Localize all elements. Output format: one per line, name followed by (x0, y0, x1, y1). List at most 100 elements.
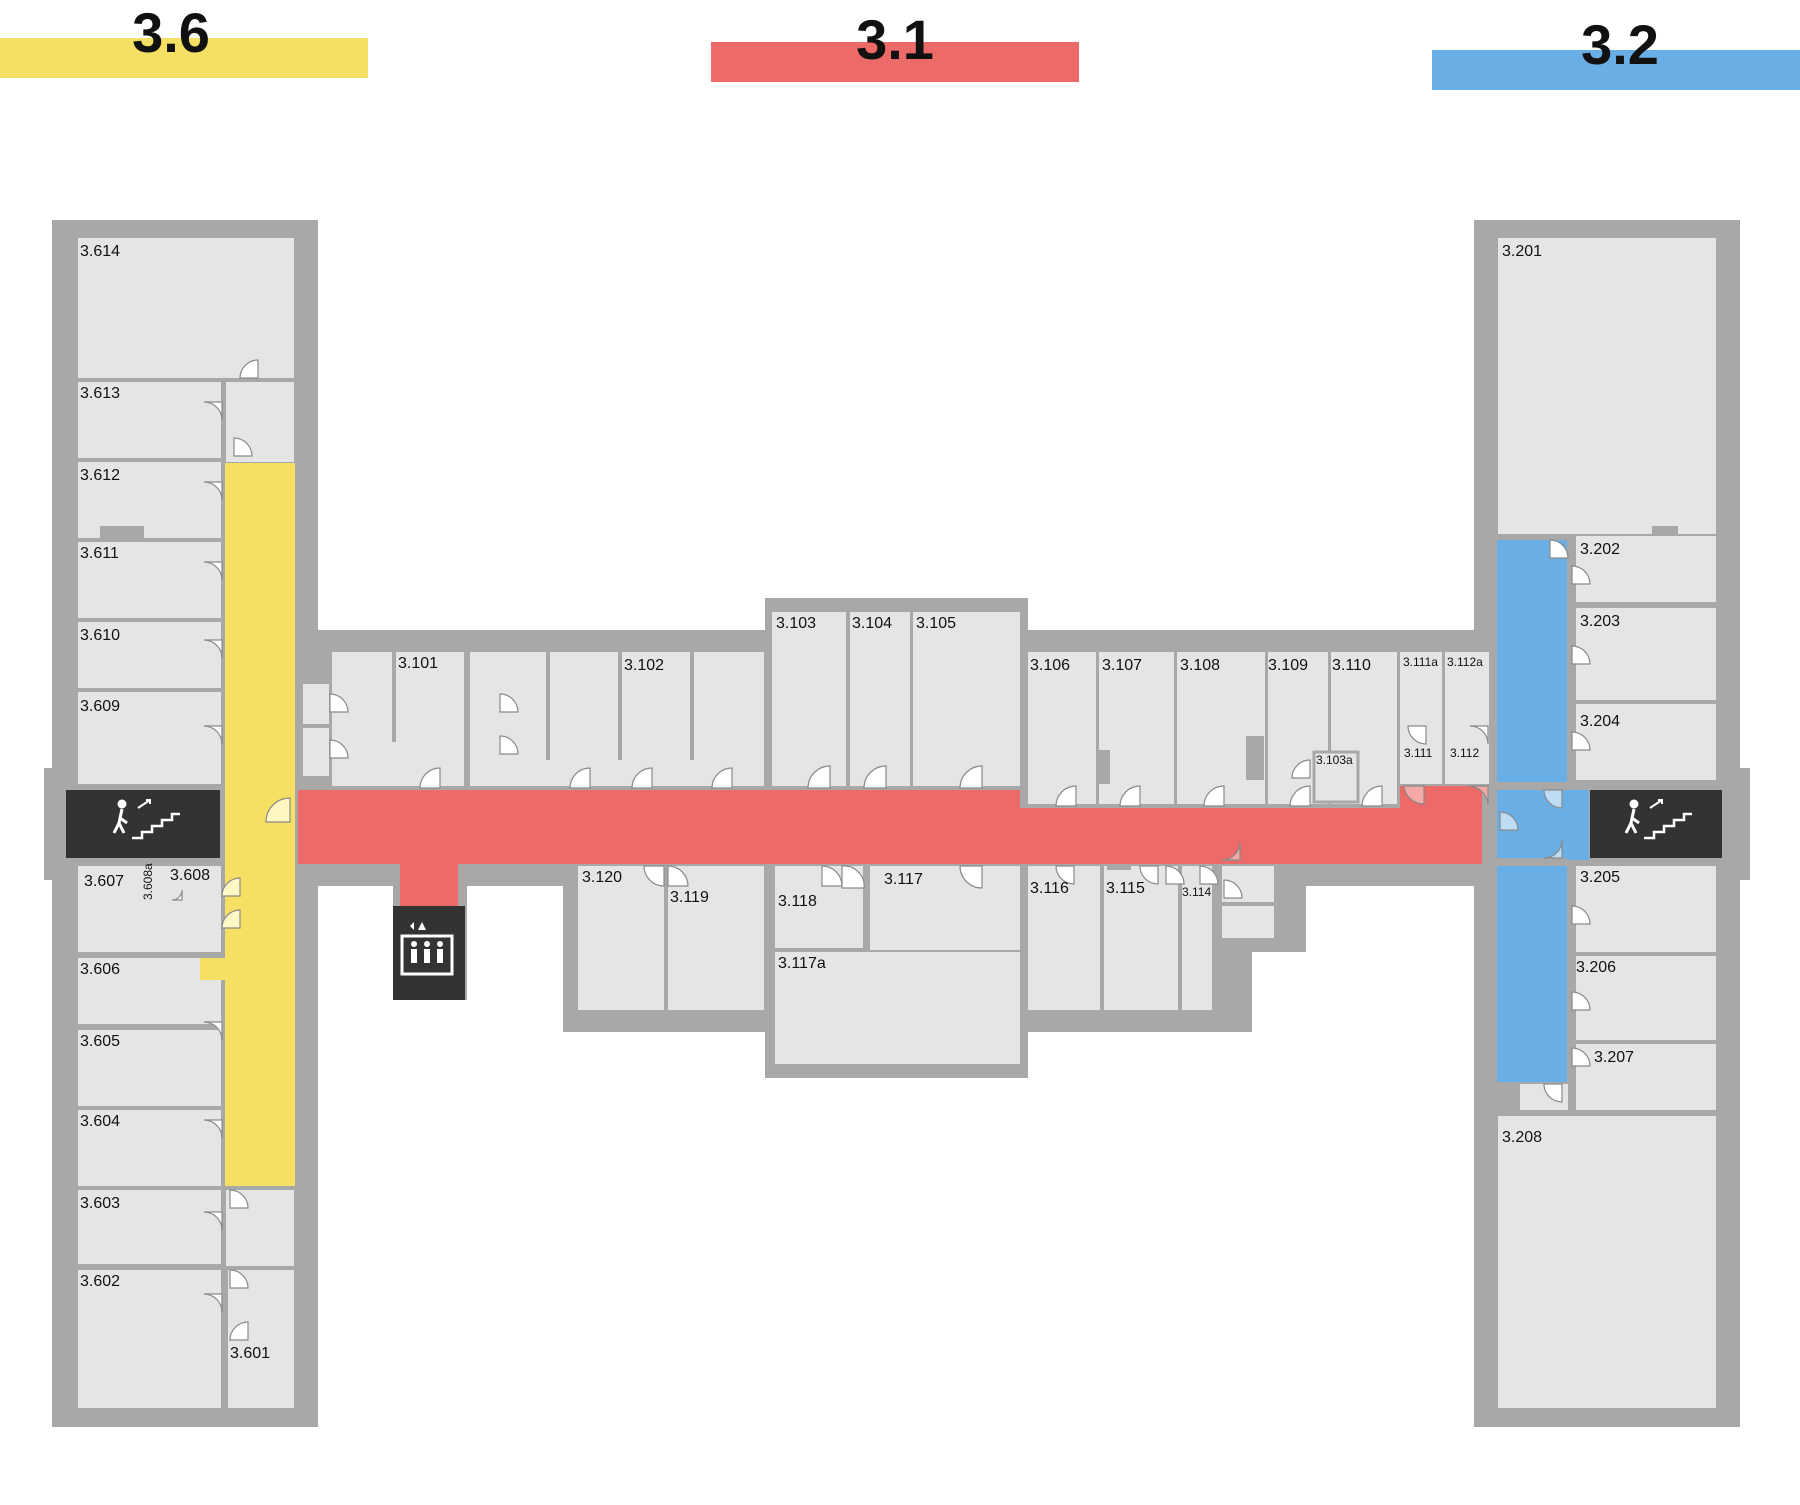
wing-3-2-rooms (1498, 238, 1716, 1408)
room-3-108[interactable] (1177, 652, 1265, 804)
label-3-120: 3.120 (582, 869, 622, 886)
wing-3-1-corridor[interactable] (298, 790, 1020, 864)
label-3-609: 3.609 (80, 698, 120, 715)
label-3-203: 3.203 (1580, 613, 1620, 630)
room-labels: 3.614 3.613 3.612 3.611 3.610 3.609 3.60… (80, 243, 1634, 1362)
wing-3-6-rooms (78, 238, 294, 1408)
room-3-202[interactable] (1576, 536, 1716, 602)
wing-3-6-corridor-jog (200, 958, 226, 980)
room-3-602[interactable] (78, 1270, 221, 1408)
stairs-icon-left (112, 799, 180, 840)
stairs-right[interactable] (1590, 790, 1722, 858)
room-3-611[interactable] (78, 542, 221, 618)
wing-label-3-6: 3.6 (132, 1, 210, 64)
room-3-612[interactable] (78, 462, 221, 538)
elevator[interactable] (393, 906, 465, 1000)
room-3-106[interactable] (1028, 652, 1096, 804)
label-3-205: 3.205 (1580, 869, 1620, 886)
label-3-108: 3.108 (1180, 657, 1220, 674)
elevator-lobby[interactable] (400, 858, 458, 906)
room-3-105[interactable] (913, 612, 1020, 786)
label-3-601: 3.601 (230, 1345, 270, 1362)
room-3-204[interactable] (1576, 704, 1716, 780)
label-3-604: 3.604 (80, 1113, 120, 1130)
room-3-107[interactable] (1099, 652, 1174, 804)
room-3-610[interactable] (78, 622, 221, 688)
room-3-606[interactable] (78, 958, 221, 1024)
stairs-left[interactable] (66, 790, 220, 858)
label-3-107: 3.107 (1102, 657, 1142, 674)
label-3-105: 3.105 (916, 615, 956, 632)
room-3-116[interactable] (1028, 866, 1100, 1010)
label-3-608: 3.608 (170, 867, 210, 884)
room-3-114[interactable] (1182, 866, 1212, 1010)
label-3-112: 3.112 (1450, 746, 1479, 760)
wing-3-6-corridor[interactable] (225, 463, 295, 1186)
label-3-606: 3.606 (80, 961, 120, 978)
label-3-111: 3.111 (1404, 746, 1433, 760)
wing-header-3-6[interactable]: 3.6 (0, 1, 368, 78)
room-3-608[interactable] (168, 866, 221, 904)
room-3-102[interactable] (470, 652, 764, 786)
stairs-icon-right (1624, 799, 1692, 840)
room-3-115[interactable] (1104, 866, 1178, 1010)
label-3-117: 3.117 (884, 871, 923, 888)
label-3-613: 3.613 (80, 385, 120, 402)
room-3-207[interactable] (1576, 1044, 1716, 1110)
room-3-201[interactable] (1498, 238, 1716, 534)
label-3-206: 3.206 (1576, 959, 1616, 976)
room-3-101[interactable] (332, 652, 464, 786)
label-3-115: 3.115 (1106, 880, 1145, 897)
room-3-111a[interactable] (1400, 652, 1442, 784)
room-3-208[interactable] (1498, 1116, 1716, 1408)
label-3-114: 3.114 (1182, 885, 1211, 899)
room-3-117a[interactable] (775, 952, 1020, 1064)
label-3-605: 3.605 (80, 1033, 120, 1050)
label-3-202: 3.202 (1580, 541, 1620, 558)
label-3-603: 3.603 (80, 1195, 120, 1212)
room-3-604[interactable] (78, 1110, 221, 1186)
room-3-608a[interactable] (140, 866, 166, 904)
wing-3-1-rooms (303, 612, 1489, 1064)
wing-bar-3-1 (711, 42, 1079, 82)
room-3-112a[interactable] (1445, 652, 1489, 784)
room-3-203[interactable] (1576, 608, 1716, 700)
label-3-109: 3.109 (1268, 657, 1308, 674)
wing-header-3-2[interactable]: 3.2 (1432, 13, 1800, 90)
label-3-117a: 3.117a (778, 955, 826, 972)
wing-3-1-corridor-east[interactable] (1020, 808, 1482, 864)
label-3-207: 3.207 (1594, 1049, 1634, 1066)
room-3-119[interactable] (668, 866, 764, 1010)
room-3-206[interactable] (1576, 956, 1716, 1040)
label-3-119: 3.119 (670, 889, 709, 906)
label-3-608a: 3.608a (141, 863, 155, 900)
wing-label-3-2: 3.2 (1581, 13, 1659, 76)
label-3-103a: 3.103a (1316, 753, 1353, 767)
room-3-205[interactable] (1576, 866, 1716, 952)
room-3-609[interactable] (78, 692, 221, 784)
label-3-101: 3.101 (398, 655, 438, 672)
label-3-610: 3.610 (80, 627, 120, 644)
room-3-103[interactable] (772, 612, 846, 786)
room-3-120[interactable] (578, 866, 664, 1010)
elevator-icon (400, 922, 454, 976)
wing-bar-3-2 (1432, 50, 1800, 90)
label-3-104: 3.104 (852, 615, 892, 632)
label-3-611: 3.611 (80, 545, 119, 562)
label-3-116: 3.116 (1030, 880, 1069, 897)
room-3-103a[interactable] (1312, 750, 1360, 804)
room-3-613[interactable] (78, 382, 221, 458)
room-3-603[interactable] (78, 1190, 221, 1264)
wing-label-3-1: 3.1 (856, 8, 934, 71)
label-3-102: 3.102 (624, 657, 664, 674)
wing-bar-3-6 (0, 38, 368, 78)
wing-header-3-1[interactable]: 3.1 (711, 8, 1079, 82)
label-3-112a: 3.112a (1447, 655, 1483, 669)
room-3-104[interactable] (850, 612, 910, 786)
label-3-103: 3.103 (776, 615, 816, 632)
room-3-614[interactable] (78, 238, 294, 378)
room-3-117[interactable] (870, 866, 1020, 950)
room-3-605[interactable] (78, 1030, 221, 1106)
label-3-204: 3.204 (1580, 713, 1620, 730)
